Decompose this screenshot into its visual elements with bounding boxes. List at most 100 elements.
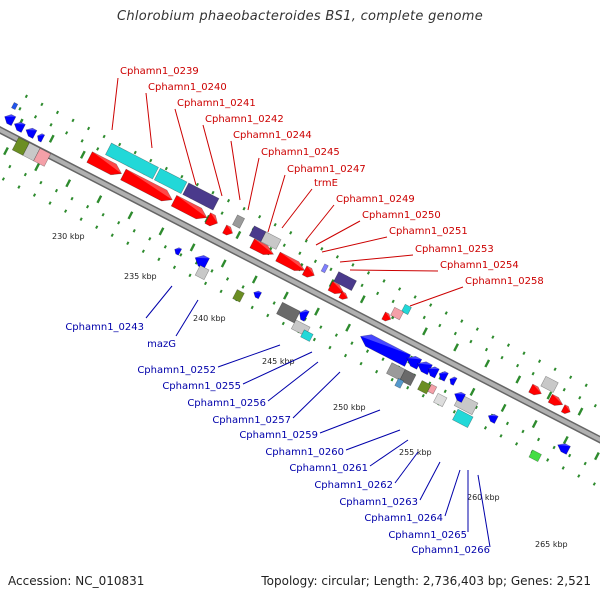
gene-blue-11-body xyxy=(454,391,466,403)
tick-mark xyxy=(133,150,137,155)
tick-mark xyxy=(132,228,136,233)
gene-red-7-body xyxy=(275,251,306,271)
tick-dash xyxy=(546,391,553,400)
label-forward: Cphamn1_0242 xyxy=(205,114,284,125)
label-reverse: Cphamn1_0260 xyxy=(265,447,344,458)
gene-navy-3 xyxy=(333,271,357,292)
tick-mark xyxy=(536,437,541,442)
tick-dash xyxy=(3,146,9,156)
label-forward: Cphamn1_0254 xyxy=(440,260,519,271)
gene-blue-l3-body xyxy=(25,127,38,139)
gene-red-11-body xyxy=(381,311,392,322)
gene-blue-1 xyxy=(174,247,183,256)
label-forward: Cphamn1_0244 xyxy=(233,130,312,141)
tick-mark xyxy=(71,118,75,123)
label-forward: Cphamn1_0249 xyxy=(336,194,415,205)
leader-reverse xyxy=(242,351,313,385)
tick-dash xyxy=(453,343,459,352)
gene-blue-l2 xyxy=(13,121,26,133)
gene-cyan-4-body xyxy=(300,329,314,342)
tick-mark xyxy=(101,212,105,217)
gene-blue-3-body xyxy=(253,290,262,300)
tick-mark xyxy=(365,349,370,353)
tick-mark xyxy=(86,126,91,131)
leader-reverse xyxy=(345,429,401,451)
gene-blue-1-body xyxy=(174,247,183,256)
tick-mark xyxy=(552,445,556,450)
scale-label: 250 kbp xyxy=(333,403,366,412)
tick-dash xyxy=(158,227,165,236)
map-title: Chlorobium phaeobacteroides BS1, complet… xyxy=(116,9,484,24)
gene-blue-8-body xyxy=(427,366,440,379)
tick-mark xyxy=(195,182,200,187)
gene-blue-3-sheen xyxy=(253,290,262,293)
gene-green-1 xyxy=(528,449,542,463)
leader-reverse xyxy=(444,469,461,517)
gene-blue-9-body xyxy=(438,371,449,382)
leader-forward xyxy=(349,269,439,272)
tick-mark xyxy=(516,363,520,368)
gene-olive-2 xyxy=(417,380,432,395)
leader-forward xyxy=(247,157,260,211)
label-reverse: Cphamn1_0262 xyxy=(314,480,393,491)
gene-blue-7 xyxy=(416,361,433,376)
label-forward: Cphamn1_0253 xyxy=(415,244,494,255)
label-forward: Cphamn1_0239 xyxy=(120,66,199,77)
gene-blue-10-sheen xyxy=(449,376,458,380)
label-forward: Cphamn1_0251 xyxy=(389,226,468,237)
gene-lgray-2 xyxy=(540,375,559,393)
gene-cyan-4 xyxy=(300,329,314,342)
gene-red-5 xyxy=(222,224,233,236)
gene-red-14-body xyxy=(560,404,571,414)
gene-cyan-3-body xyxy=(401,303,412,315)
gene-red-12 xyxy=(528,383,542,396)
label-reverse: Cphamn1_0256 xyxy=(187,398,266,409)
scale-label: 235 kbp xyxy=(124,272,157,281)
gene-red-9 xyxy=(327,281,345,295)
gene-red-3-body xyxy=(170,194,208,220)
leader-reverse xyxy=(419,461,441,501)
tick-dash xyxy=(251,275,258,284)
tick-dash xyxy=(562,435,569,445)
gene-lgray-3 xyxy=(194,264,210,281)
tick-mark xyxy=(514,442,519,446)
tick-mark xyxy=(491,335,495,339)
tick-mark xyxy=(443,389,447,394)
scale-label: 240 kbp xyxy=(193,314,226,323)
gene-olive-l xyxy=(11,136,30,156)
gene-pink-2-body xyxy=(427,383,438,395)
gene-red-3 xyxy=(170,194,208,220)
leader-forward xyxy=(267,174,286,233)
label-reverse: Cphamn1_0263 xyxy=(339,497,418,508)
gene-blue-l4-body xyxy=(37,133,46,143)
tick-dash xyxy=(359,295,366,304)
gene-cyan-2-body xyxy=(153,167,188,194)
leader-forward xyxy=(111,77,119,131)
gene-blue-l3 xyxy=(25,127,38,139)
gene-lgray-1 xyxy=(260,231,282,250)
tick-mark xyxy=(79,217,83,221)
gene-blue-5-body xyxy=(360,334,412,367)
gene-red-6 xyxy=(249,238,275,255)
tick-mark xyxy=(592,482,596,486)
tick-mark xyxy=(422,315,426,320)
tick-mark xyxy=(95,225,99,229)
tick-mark xyxy=(242,206,246,211)
tick-mark xyxy=(452,409,456,414)
gene-cyan-3 xyxy=(401,303,412,315)
gene-red-1 xyxy=(86,151,123,176)
gene-white-1-body xyxy=(433,392,448,408)
tick-rows xyxy=(1,94,600,486)
gene-red-2-body xyxy=(120,168,173,202)
label-forward: Cphamn1_0240 xyxy=(148,82,227,93)
gene-green-1-body xyxy=(528,449,542,463)
tick-mark xyxy=(328,345,332,350)
tick-mark xyxy=(359,361,363,366)
gene-pink-l-body xyxy=(33,147,52,167)
leader-reverse xyxy=(369,439,409,467)
gene-sblue-1-body xyxy=(394,378,405,389)
gene-blue-l2-sheen xyxy=(14,122,26,125)
tick-mark xyxy=(438,323,442,328)
gene-cyan-5-body xyxy=(452,408,474,429)
gene-red-10-body xyxy=(338,290,348,300)
